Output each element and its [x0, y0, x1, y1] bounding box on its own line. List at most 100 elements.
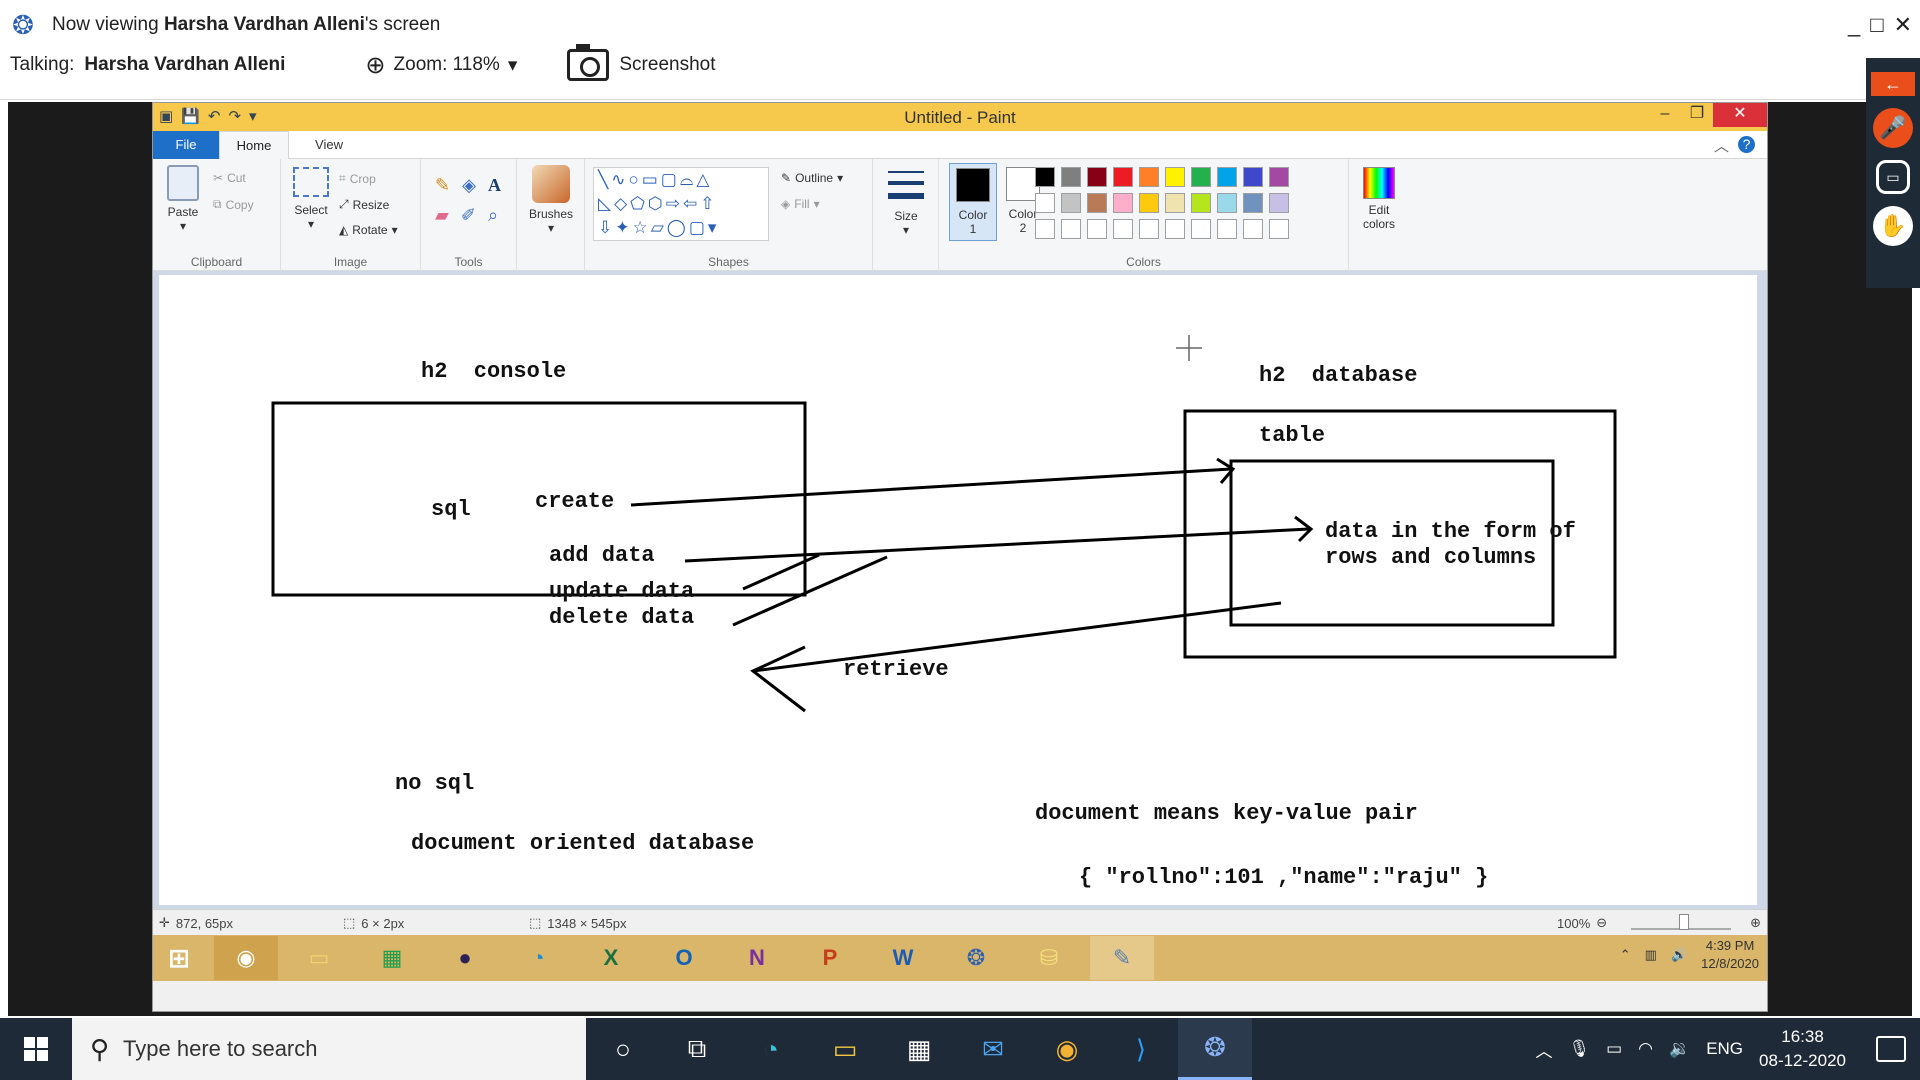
- edit-colors-button[interactable]: Edit colors: [1353, 161, 1405, 231]
- cut-button[interactable]: ✂Cut: [213, 171, 246, 185]
- palette-swatch[interactable]: [1191, 193, 1211, 213]
- text-tool-icon[interactable]: A: [487, 175, 501, 195]
- zoom-slider[interactable]: [1631, 914, 1731, 930]
- customize-qat-icon[interactable]: ▾: [249, 108, 257, 125]
- palette-swatch[interactable]: [1113, 219, 1133, 239]
- palette-swatch[interactable]: [1165, 219, 1185, 239]
- paint-close-button[interactable]: ✕: [1713, 103, 1767, 127]
- vscode-icon[interactable]: ⟩: [1135, 1033, 1147, 1064]
- palette-swatch[interactable]: [1191, 167, 1211, 187]
- tray-language[interactable]: ENG: [1706, 1039, 1744, 1058]
- copy-button[interactable]: ⧉Copy: [213, 197, 254, 212]
- outline-button[interactable]: ✎Outline▾: [781, 171, 843, 185]
- cortana-icon[interactable]: ○: [615, 1033, 631, 1064]
- viewer-maximize-button[interactable]: □: [1870, 12, 1884, 37]
- remote-edge-icon[interactable]: ◔: [531, 945, 545, 970]
- brushes-button[interactable]: Brushes ▾: [525, 165, 577, 235]
- select-button[interactable]: Select ▾: [289, 167, 333, 231]
- zoom-slider-thumb[interactable]: [1679, 914, 1689, 930]
- resize-button[interactable]: ⤢Resize: [339, 197, 389, 212]
- palette-swatch[interactable]: [1139, 167, 1159, 187]
- palette-swatch[interactable]: [1269, 167, 1289, 187]
- help-icon[interactable]: ?: [1738, 136, 1755, 153]
- remote-eclipse-icon[interactable]: ●: [458, 945, 472, 970]
- palette-swatch[interactable]: [1087, 219, 1107, 239]
- eraser-icon[interactable]: ▰: [435, 205, 449, 225]
- rotate-button[interactable]: ◭Rotate▾: [339, 223, 398, 237]
- remote-excel-icon[interactable]: X: [603, 945, 619, 970]
- raise-hand-icon[interactable]: ✋: [1873, 206, 1913, 246]
- drawing-canvas[interactable]: h2 console sql create add data update da…: [159, 275, 1757, 905]
- paint-restore-button[interactable]: ❐: [1689, 105, 1705, 122]
- palette-swatch[interactable]: [1165, 167, 1185, 187]
- viewer-minimize-button[interactable]: _: [1848, 12, 1861, 37]
- viewer-close-button[interactable]: ✕: [1893, 12, 1912, 37]
- collapse-arrow-icon[interactable]: ←: [1871, 72, 1915, 96]
- palette-swatch[interactable]: [1139, 219, 1159, 239]
- palette-swatch[interactable]: [1165, 193, 1185, 213]
- mic-muted-icon[interactable]: 🎤: [1873, 108, 1913, 148]
- start-button[interactable]: [0, 1018, 72, 1080]
- zoom-control[interactable]: ⊕ Zoom: 118% ▾: [365, 51, 517, 80]
- task-view-icon[interactable]: ⧉: [687, 1033, 707, 1063]
- palette-swatch[interactable]: [1061, 219, 1081, 239]
- size-button[interactable]: Size ▾: [883, 167, 929, 237]
- remote-file-explorer-icon[interactable]: ▭: [308, 945, 330, 970]
- remote-store-icon[interactable]: ▦: [381, 945, 403, 970]
- taskbar-search-box[interactable]: ⚲ Type here to search: [72, 1018, 586, 1080]
- palette-swatch[interactable]: [1269, 219, 1289, 239]
- window-mode-icon[interactable]: ▭: [1876, 160, 1910, 194]
- collapse-ribbon-icon[interactable]: ︿: [1713, 138, 1729, 155]
- palette-swatch[interactable]: [1243, 219, 1263, 239]
- zoom-in-small-icon[interactable]: ⊕: [1750, 915, 1761, 930]
- chrome-icon[interactable]: ◉: [1055, 1033, 1079, 1064]
- redo-icon[interactable]: ↷: [228, 108, 242, 125]
- tray-mic-icon[interactable]: 🎙: [1568, 1039, 1591, 1058]
- shapes-gallery[interactable]: ╲∿○▭▢⌓△ ◺◇⬠⬡⇨⇦⇧ ⇩✦☆▱◯▢▾: [593, 167, 769, 241]
- remote-meeting-app-icon[interactable]: ❂: [966, 945, 986, 970]
- remote-start-icon[interactable]: ⊞: [168, 942, 190, 973]
- file-explorer-icon[interactable]: ▭: [832, 1033, 858, 1064]
- remote-tray-chevron-icon[interactable]: ⌃: [1619, 947, 1631, 962]
- edge-icon[interactable]: ◔: [763, 1033, 779, 1064]
- remote-word-icon[interactable]: W: [892, 945, 914, 970]
- taskbar-clock[interactable]: 16:38 08-12-2020: [1759, 1025, 1846, 1073]
- remote-powerpoint-icon[interactable]: P: [822, 945, 838, 970]
- remote-clock[interactable]: 4:39 PM 12/8/2020: [1701, 937, 1759, 973]
- palette-swatch[interactable]: [1217, 167, 1237, 187]
- fill-bucket-icon[interactable]: ◈: [462, 175, 476, 195]
- tray-volume-icon[interactable]: 🔉: [1669, 1039, 1691, 1058]
- remote-database-icon[interactable]: ⛁: [1039, 945, 1059, 970]
- paint-minimize-button[interactable]: –: [1660, 105, 1670, 122]
- palette-swatch[interactable]: [1243, 167, 1263, 187]
- remote-tray-network-icon[interactable]: ▥: [1644, 947, 1657, 962]
- save-icon[interactable]: 💾: [181, 108, 200, 125]
- tray-battery-icon[interactable]: ▭: [1606, 1039, 1623, 1058]
- paste-button[interactable]: Paste ▾: [161, 165, 205, 233]
- magnifier-icon[interactable]: ⌕: [487, 205, 499, 225]
- pencil-icon[interactable]: ✎: [435, 175, 451, 195]
- screenshot-button[interactable]: Screenshot: [567, 44, 716, 81]
- color-picker-icon[interactable]: ✐: [460, 205, 476, 225]
- remote-tray-volume-icon[interactable]: 🔊: [1670, 947, 1688, 962]
- remote-onenote-icon[interactable]: N: [749, 945, 765, 970]
- palette-swatch[interactable]: [1139, 193, 1159, 213]
- crop-button[interactable]: ⌗Crop: [339, 171, 376, 186]
- palette-swatch[interactable]: [1217, 193, 1237, 213]
- store-icon[interactable]: ▦: [906, 1033, 932, 1064]
- palette-swatch[interactable]: [1113, 193, 1133, 213]
- palette-swatch[interactable]: [1243, 193, 1263, 213]
- palette-swatch[interactable]: [1191, 219, 1211, 239]
- remote-paint-icon[interactable]: ✎: [1090, 936, 1154, 980]
- palette-swatch[interactable]: [1269, 193, 1289, 213]
- undo-icon[interactable]: ↶: [207, 108, 221, 125]
- palette-swatch[interactable]: [1061, 167, 1081, 187]
- palette-swatch[interactable]: [1035, 167, 1055, 187]
- palette-swatch[interactable]: [1061, 193, 1081, 213]
- mail-icon[interactable]: ✉: [982, 1033, 1004, 1064]
- palette-swatch[interactable]: [1035, 193, 1055, 213]
- tab-file[interactable]: File: [153, 131, 219, 159]
- palette-swatch[interactable]: [1113, 167, 1133, 187]
- remote-chrome-icon[interactable]: ◉: [214, 936, 278, 980]
- palette-swatch[interactable]: [1217, 219, 1237, 239]
